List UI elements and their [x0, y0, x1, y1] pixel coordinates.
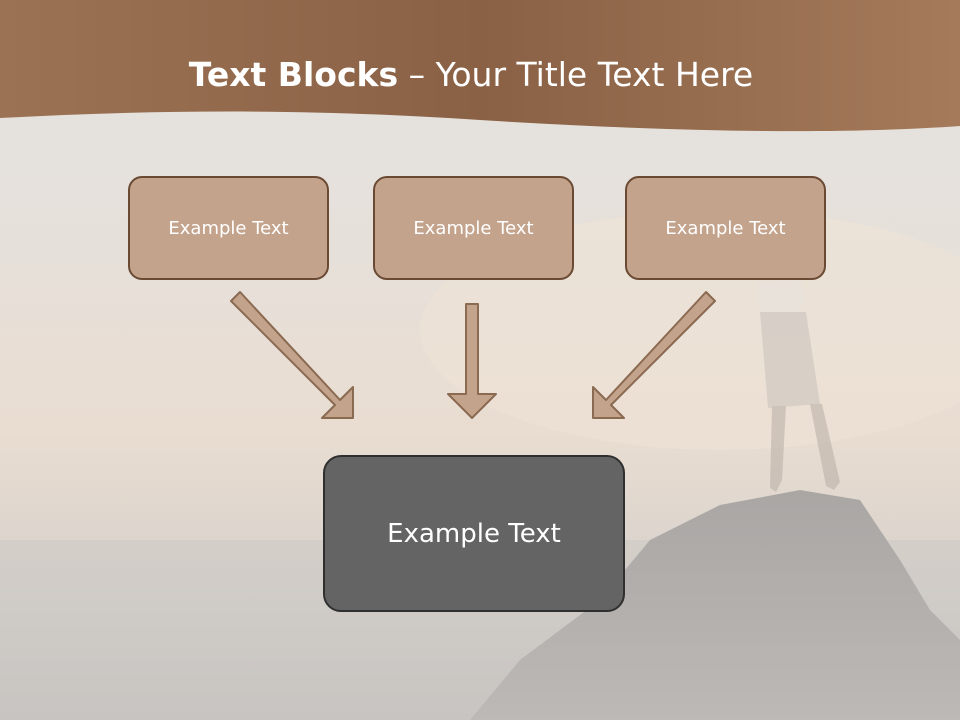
person-figure: [756, 280, 840, 492]
title-bold: Text Blocks: [188, 55, 399, 94]
rock: [470, 490, 960, 720]
text-block-2-label: Example Text: [413, 217, 534, 239]
slide-title: Text Blocks – Your Title Text Here: [0, 52, 942, 98]
title-dash: –: [398, 55, 436, 94]
target-block[interactable]: Example Text: [323, 455, 625, 612]
text-block-3[interactable]: Example Text: [625, 176, 826, 280]
arrow-left: [230, 291, 354, 419]
header-band: [0, 0, 960, 132]
target-block-label: Example Text: [387, 518, 561, 549]
text-block-3-label: Example Text: [665, 217, 786, 239]
arrow-center: [447, 303, 497, 419]
text-block-2[interactable]: Example Text: [373, 176, 574, 280]
arrow-right: [592, 291, 716, 419]
title-rest: Your Title Text Here: [435, 55, 754, 94]
text-block-1-label: Example Text: [168, 217, 289, 239]
text-block-1[interactable]: Example Text: [128, 176, 329, 280]
